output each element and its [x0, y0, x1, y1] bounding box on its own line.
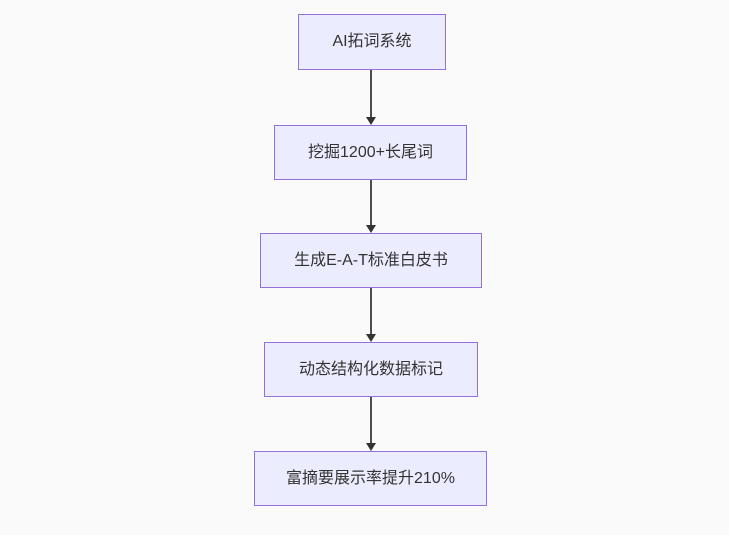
arrow-shaft	[370, 288, 372, 334]
flow-node-structured-data-markup: 动态结构化数据标记	[264, 342, 478, 397]
arrow-shaft	[370, 70, 372, 117]
arrow-shaft	[370, 180, 372, 225]
arrow-shaft	[370, 397, 372, 443]
flow-node-eat-whitepaper: 生成E-A-T标准白皮书	[260, 233, 482, 288]
arrowhead-icon	[366, 225, 376, 233]
flow-arrow-down-icon	[365, 180, 377, 233]
arrowhead-icon	[366, 334, 376, 342]
flow-arrow-down-icon	[365, 288, 377, 342]
arrowhead-icon	[366, 443, 376, 451]
arrowhead-icon	[366, 117, 376, 125]
flow-node-rich-snippet-rate: 富摘要展示率提升210%	[254, 451, 487, 506]
flow-node-longtail-keywords: 挖掘1200+长尾词	[274, 125, 467, 180]
flow-node-ai-word-expansion: AI拓词系统	[298, 14, 446, 70]
flow-arrow-down-icon	[365, 397, 377, 451]
flow-arrow-down-icon	[365, 70, 377, 125]
